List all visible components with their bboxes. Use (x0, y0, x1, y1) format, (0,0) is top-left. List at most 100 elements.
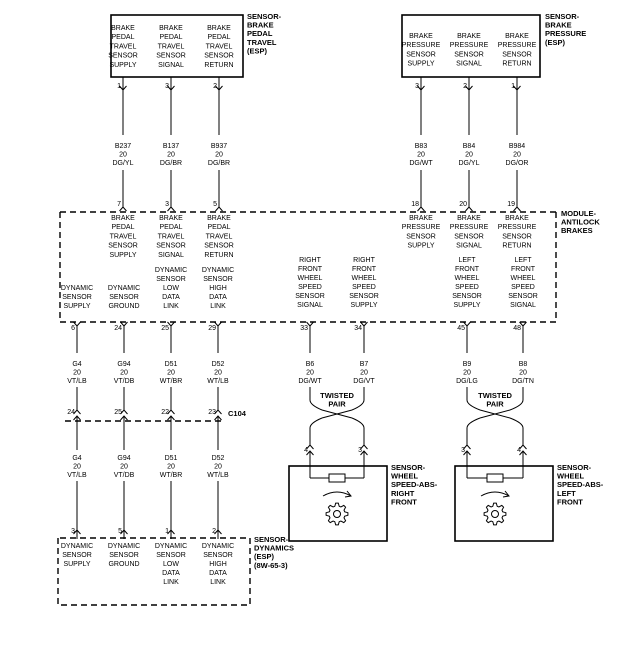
module-bottom-wire-label: VT/LB (67, 378, 87, 385)
module-pin-number: 3 (165, 201, 169, 208)
dynamics-sensor-title: DYNAMICS (254, 544, 294, 553)
brake-pressure-sensor-title: BRAKE (545, 21, 572, 30)
left-wheel-pin-number: 4 (517, 447, 521, 454)
dynamics-pin-number: 2 (212, 528, 216, 535)
dynamics-pin-label: GROUND (108, 561, 139, 568)
pedal-travel-pin-label: SENSOR (204, 53, 234, 60)
brake-pressure-pin-label: BRAKE (409, 33, 433, 40)
module-pedal-pin-label: BRAKE (159, 215, 183, 222)
brake-pressure-pin-label: BRAKE (505, 33, 529, 40)
twisted-pair-label: PAIR (486, 400, 504, 409)
module-pedal-pin-label: SUPPLY (109, 252, 136, 259)
module-bottom-pin-label: FRONT (352, 266, 377, 273)
right-wheel-sensor-title: SENSOR- (391, 463, 426, 472)
dynamics-pin-label: SUPPLY (63, 561, 90, 568)
brake-pressure-sensor-title: SENSOR- (545, 12, 580, 21)
brake-pressure-sensor-box (401, 14, 541, 78)
module-bottom-pin-number: 25 (161, 325, 169, 332)
brake-pressure-pin-number: 3 (415, 83, 419, 90)
dynamics-pin-number: 1 (165, 528, 169, 535)
c104-arrow-top (167, 409, 175, 415)
brake-pressure-wire-label: DG/YL (458, 160, 479, 167)
pedal-travel-wire-label: 20 (167, 152, 175, 159)
module-bottom-pin-label: SUPPLY (350, 302, 377, 309)
module-pressure-pin-label: SIGNAL (456, 243, 482, 250)
brake-pressure-pin-label: PRESSURE (402, 42, 441, 49)
left-wheel-sensor-title: LEFT (557, 489, 576, 498)
dynamics-pin-label: DYNAMIC (202, 543, 234, 550)
module-bottom-wire-label: G94 (117, 361, 130, 368)
dynamics-pin-label: SENSOR (156, 552, 186, 559)
left-wheel-sensor-box (454, 465, 554, 542)
pedal-travel-pin-label: TRAVEL (158, 43, 185, 50)
module-bottom-pin-label: SIGNAL (297, 302, 323, 309)
pedal-travel-sensor-box (110, 14, 244, 78)
pedal-travel-pin-label: TRAVEL (206, 43, 233, 50)
pedal-travel-wire-label: DG/BR (208, 160, 230, 167)
module-bottom-wire-label: G4 (72, 361, 81, 368)
left-wheel-twisted-pair (479, 409, 511, 419)
pedal-travel-pin-label: BRAKE (111, 25, 135, 32)
module-bottom-pin-label: DYNAMIC (61, 285, 93, 292)
brake-pressure-pin-label: SIGNAL (456, 61, 482, 68)
module-bottom-pin-number: 6 (71, 325, 75, 332)
pedal-travel-sensor-title: (ESP) (247, 46, 268, 55)
module-bottom-wire-label: 20 (306, 370, 314, 377)
dynamics-wire-label: WT/BR (160, 472, 183, 479)
left-wheel-sensor-title: SENSOR- (557, 463, 592, 472)
pedal-travel-pin-label: SIGNAL (158, 62, 184, 69)
pedal-travel-pin-label: TRAVEL (110, 43, 137, 50)
module-bottom-pin-label: SENSOR (156, 276, 186, 283)
dynamics-wire-label: VT/LB (67, 472, 87, 479)
right-wheel-rotation-arc (322, 491, 352, 497)
module-pin-number: 18 (411, 201, 419, 208)
pedal-travel-wire-label: B937 (211, 143, 227, 150)
dynamics-wire-label: D52 (212, 455, 225, 462)
brake-pressure-sensor-title: (ESP) (545, 38, 566, 47)
module-pin-number: 19 (507, 201, 515, 208)
module-bottom-pin-label: FRONT (298, 266, 323, 273)
dynamics-pin-label: DATA (162, 570, 180, 577)
module-bottom-pin-label: FRONT (511, 266, 536, 273)
dynamics-wire-label: 20 (214, 464, 222, 471)
module-bottom-pin-label: DYNAMIC (108, 285, 140, 292)
module-bottom-wire-label: B9 (463, 361, 472, 368)
right-wheel-arrow-top (360, 444, 368, 450)
pedal-travel-wire-label: DG/BR (160, 160, 182, 167)
module-bottom-pin-label: LINK (210, 303, 226, 310)
right-wheel-tone-wheel-hub (333, 510, 341, 518)
module-bottom-wire-label: DG/TN (512, 378, 534, 385)
module-bottom-pin-label: SIGNAL (510, 302, 536, 309)
twisted-pair-label: PAIR (328, 400, 346, 409)
module-bottom-pin-label: RIGHT (353, 257, 376, 264)
brake-pressure-wire-label: B984 (509, 143, 525, 150)
antilock-module-outline (59, 211, 557, 323)
pedal-travel-wire-label: DG/YL (112, 160, 133, 167)
module-pressure-pin-label: SENSOR (406, 233, 436, 240)
dynamics-sensor-title: (ESP) (254, 552, 275, 561)
module-bottom-pin-label: LINK (163, 303, 179, 310)
left-wheel-sensor-title: FRONT (557, 497, 583, 506)
module-connector-arrow (417, 206, 425, 212)
module-bottom-pin-label: HIGH (209, 285, 227, 292)
pedal-travel-pin-label: PEDAL (160, 34, 183, 41)
dynamics-pin-label: SENSOR (109, 552, 139, 559)
left-wheel-sensor-title: WHEEL (557, 472, 585, 481)
module-bottom-wire-label: B7 (360, 361, 369, 368)
module-pressure-pin-label: SENSOR (454, 233, 484, 240)
right-wheel-pin-number: 3 (358, 447, 362, 454)
module-bottom-pin-label: DATA (162, 294, 180, 301)
module-pedal-pin-label: SENSOR (108, 243, 138, 250)
module-pin-number: 20 (459, 201, 467, 208)
module-bottom-pin-label: DATA (209, 294, 227, 301)
left-wheel-sensor-title: SPEED-ABS- (557, 480, 604, 489)
c104-arrow-top (73, 409, 81, 415)
left-wheel-rotation-arc (480, 491, 510, 497)
right-wheel-sensor-title: WHEEL (391, 472, 419, 481)
module-pressure-pin-label: PRESSURE (402, 224, 441, 231)
brake-pressure-pin-number: 2 (463, 83, 467, 90)
right-wheel-twisted-pair (351, 387, 365, 411)
module-bottom-wire-label: DG/LG (456, 378, 478, 385)
pedal-travel-wire-label: B237 (115, 143, 131, 150)
pedal-travel-sensor-title: TRAVEL (247, 38, 277, 47)
